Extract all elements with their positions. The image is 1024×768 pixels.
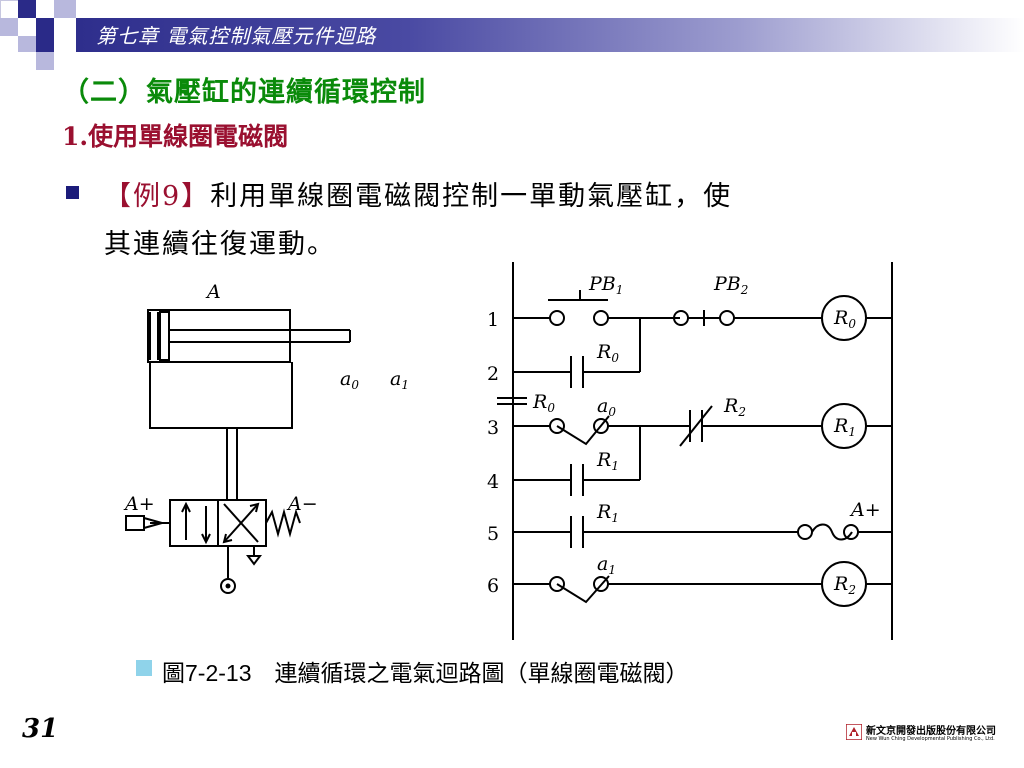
r2-coil-label: R2 [833,573,856,597]
bullet-icon [66,186,79,199]
section-title: （二）氣壓缸的連續循環控制 [62,77,426,108]
r2-contact-label: R2 [723,395,746,419]
solenoid-coil [125,515,145,531]
rung-number: 2 [487,363,499,385]
figure-caption: 圖7-2-13 連續循環之電氣迴路圖（單線圈電磁閥） [162,660,689,686]
valve-spring [265,508,301,538]
r0-coil-label: R0 [833,307,856,331]
r1-coil-label: R1 [833,415,856,439]
r0-contact-label: R0 [596,341,619,365]
sensor-a0-label: a0 [340,368,359,392]
a0-contact [549,418,565,434]
pneumatic-circuit [125,309,351,594]
sensor-a1-label: a1 [390,368,409,392]
ladder-circuit [497,262,893,640]
a0-label: a0 [597,395,616,419]
supply-icon [220,578,236,594]
header-bar [76,18,1024,52]
valve-aminus-label: A− [286,493,318,515]
subsection-title: 1.使用單線圈電磁閥 [62,122,289,151]
rung-number: 3 [487,417,499,439]
publisher-name-en: New Wun Ching Developmental Publishing C… [866,736,995,742]
rung-number: 5 [487,523,499,545]
pb1-contact [549,310,565,326]
chapter-title: 第七章 電氣控制氣壓元件迴路 [96,24,377,48]
publisher-mark-icon [846,724,862,740]
rung-number: 4 [487,471,499,493]
publisher-name-cn: 新文京開發出版股份有限公司 [866,726,996,737]
pb2-label: PB2 [713,273,748,297]
exhaust-icon [246,555,262,566]
pb1-label: PB1 [588,273,623,297]
rung-number: 6 [487,575,499,597]
r1-contact-label: R1 [596,501,619,525]
page-number: 31 [22,714,59,744]
example-label: 【例9】 [104,181,211,212]
bullet-text-line1: 【例9】利用單線圈電磁閥控制一單動氣壓缸，使 [104,174,732,213]
bullet-text-line2: 其連續往復運動。 [104,229,336,260]
valve-aplus-label: A+ [123,493,155,515]
solenoid-aplus [797,524,813,540]
caption-marker [136,660,152,676]
r1-hold-label: R1 [596,449,619,473]
rung-number: 1 [487,309,499,331]
publisher-logo: 新文京開發出版股份有限公司 New Wun Ching Developmenta… [846,722,996,752]
cylinder-label: A [205,281,221,303]
a1-contact [549,576,565,592]
r0-nc-label: R0 [532,391,555,415]
bullet-text: 利用單線圈電磁閥控制一單動氣壓缸，使 [210,181,733,212]
aplus-label: A+ [849,499,881,521]
a1-label: a1 [597,553,616,577]
cylinder-body [147,309,291,363]
piston [159,311,170,361]
